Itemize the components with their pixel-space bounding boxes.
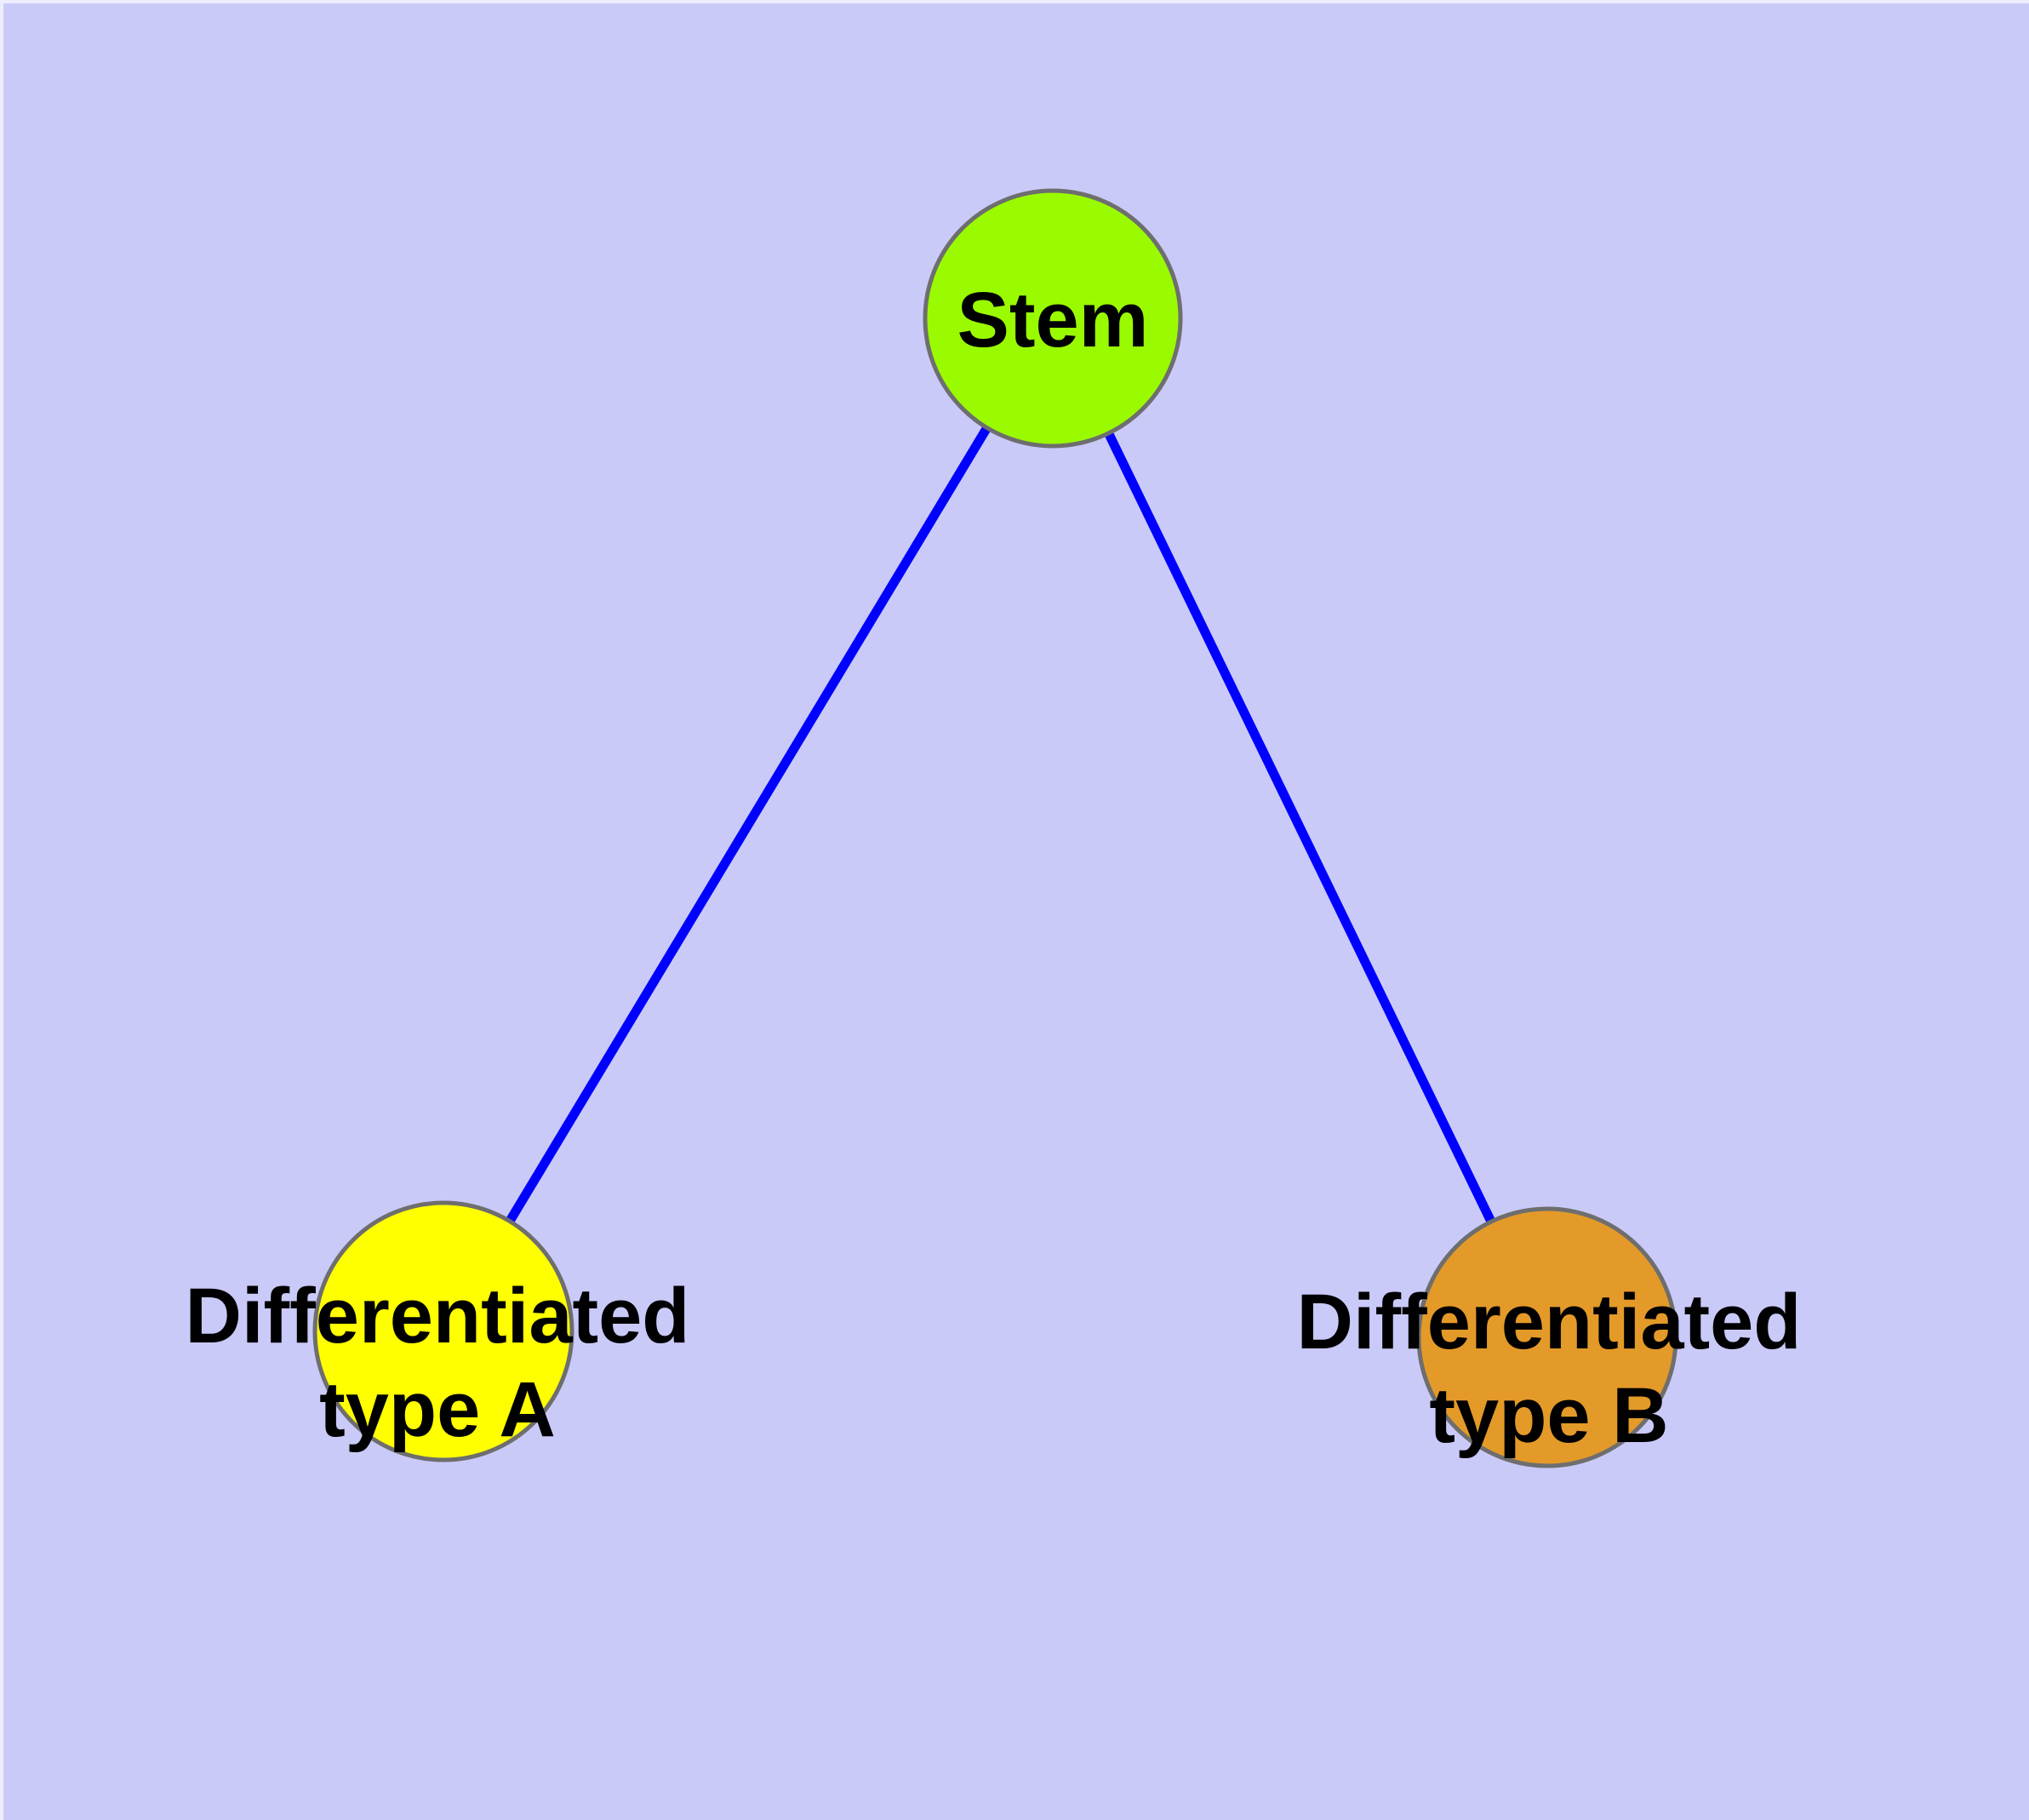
- node-type-b-label-line1: Differentiated: [1297, 1279, 1802, 1365]
- node-type-b-circle: [1416, 1206, 1678, 1468]
- edge-stem-to-type-b: [1049, 316, 1552, 1340]
- node-type-a-label-line1: Differentiated: [186, 1273, 690, 1359]
- node-type-b-label-line2: type B: [1429, 1372, 1668, 1459]
- node-stem-label: Stem: [957, 277, 1149, 363]
- node-type-a-label-line2: type A: [319, 1366, 556, 1453]
- node-type-a-circle: [312, 1200, 574, 1462]
- edge-stem-to-type-a: [439, 316, 1057, 1334]
- node-stem-circle: [923, 188, 1183, 449]
